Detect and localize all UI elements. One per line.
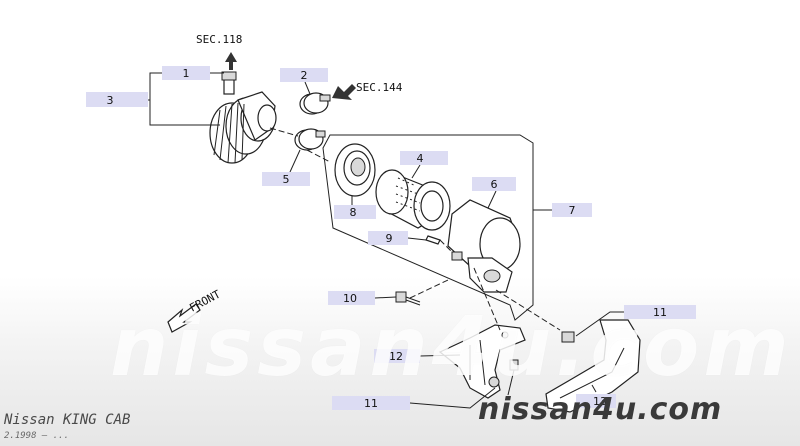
date-label: 2.1998 — ... bbox=[4, 431, 70, 441]
sec118-arrow-icon bbox=[225, 52, 237, 70]
callout-12: 12 bbox=[374, 349, 420, 363]
watermark-large: nissan4u.com bbox=[110, 300, 793, 395]
svg-text:11: 11 bbox=[653, 306, 667, 319]
assembly-line bbox=[306, 149, 331, 163]
svg-text:6: 6 bbox=[491, 178, 498, 191]
leader-line bbox=[149, 100, 220, 126]
svg-text:2: 2 bbox=[301, 69, 308, 82]
callout-11-upper: 11 bbox=[624, 305, 696, 319]
leader-line bbox=[409, 387, 496, 409]
cover-gasket-part bbox=[334, 143, 376, 197]
svg-text:8: 8 bbox=[350, 206, 357, 219]
leader-line bbox=[487, 190, 497, 209]
assembly-line bbox=[473, 267, 501, 331]
assembly-outline bbox=[322, 134, 534, 321]
upper-clamp-part bbox=[299, 92, 331, 115]
callout-13: 13 bbox=[576, 394, 616, 408]
intake-duct-part bbox=[209, 71, 277, 164]
assembly-line bbox=[495, 289, 561, 331]
assembly-line bbox=[409, 279, 449, 299]
clip-part bbox=[425, 235, 441, 245]
filter-element-part bbox=[375, 169, 451, 231]
svg-text:4: 4 bbox=[417, 152, 424, 165]
callout-4: 4 bbox=[400, 151, 448, 165]
leader-line bbox=[419, 354, 461, 357]
leader-line bbox=[411, 164, 421, 179]
callout-7: 7 bbox=[552, 203, 592, 217]
svg-text:9: 9 bbox=[386, 232, 393, 245]
svg-text:3: 3 bbox=[107, 94, 114, 107]
leader-line bbox=[289, 149, 301, 173]
sec118-label: SEC.118 bbox=[196, 33, 242, 46]
callout-2: 2 bbox=[280, 68, 328, 82]
svg-text:12: 12 bbox=[389, 350, 403, 363]
callout-6: 6 bbox=[472, 177, 516, 191]
svg-text:5: 5 bbox=[283, 173, 290, 186]
leader-line bbox=[407, 237, 427, 241]
leader-line bbox=[374, 296, 397, 299]
sec144-label: SEC.144 bbox=[356, 81, 403, 94]
leader-line bbox=[148, 72, 162, 101]
leader-line bbox=[591, 384, 597, 393]
callout-3: 3 bbox=[86, 92, 148, 107]
callout-9: 9 bbox=[368, 231, 408, 245]
model-label: Nissan KING CAB bbox=[4, 412, 131, 428]
callout-5: 5 bbox=[262, 172, 310, 186]
svg-text:13: 13 bbox=[593, 395, 607, 408]
svg-text:1: 1 bbox=[183, 67, 190, 80]
callout-10: 10 bbox=[328, 291, 375, 305]
filter-housing-part bbox=[447, 199, 521, 293]
callout-8: 8 bbox=[334, 205, 376, 219]
front-arrow-icon bbox=[167, 303, 201, 333]
lower-screw-part bbox=[507, 359, 519, 396]
watermark-small: nissan4u.com bbox=[478, 392, 723, 427]
svg-text:10: 10 bbox=[343, 292, 357, 305]
assembly-line bbox=[439, 239, 453, 253]
leader-line bbox=[575, 311, 624, 337]
lower-clamp-part bbox=[294, 128, 326, 151]
side-bracket-part bbox=[545, 319, 641, 413]
lower-bracket-part bbox=[438, 324, 526, 399]
svg-text:7: 7 bbox=[569, 204, 576, 217]
callout-1: 1 bbox=[162, 66, 210, 80]
svg-text:11: 11 bbox=[364, 397, 378, 410]
leader-line bbox=[304, 81, 311, 95]
assembly-line bbox=[269, 127, 299, 137]
callout-11-lower: 11 bbox=[332, 396, 410, 410]
sec144-arrow-icon bbox=[332, 84, 356, 100]
